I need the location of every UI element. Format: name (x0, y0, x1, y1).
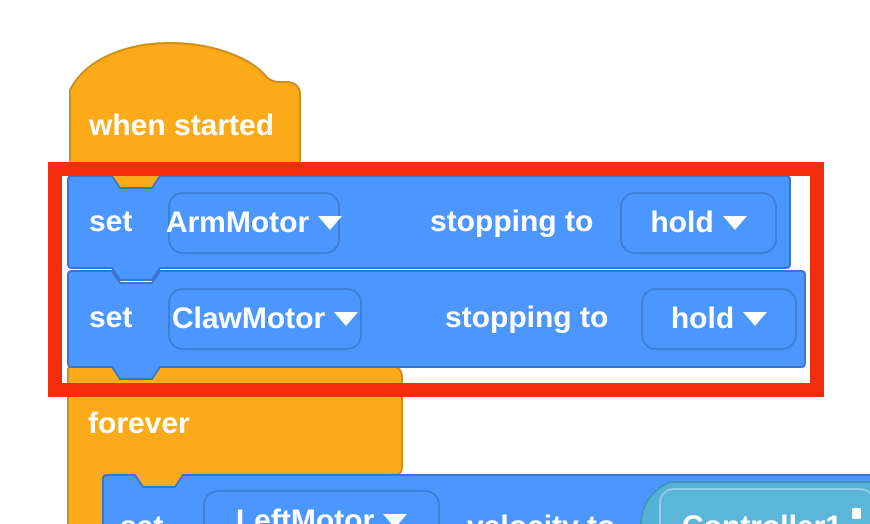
motor-dropdown-clawmotor[interactable]: ClawMotor (168, 288, 362, 350)
dropdown-label: LeftMotor (235, 504, 375, 524)
dropdown-arrow-icon (383, 514, 408, 524)
dropdown-arrow-icon (743, 312, 768, 326)
dropdown-label: ClawMotor (171, 302, 326, 335)
dropdown-arrow-icon (334, 312, 359, 326)
forever-label: forever (88, 407, 190, 440)
controller-label: Controller1 (682, 512, 842, 524)
when-started-label: when started (89, 109, 275, 142)
set-label: set (89, 205, 133, 238)
dropdown-arrow-icon (722, 216, 747, 230)
stopping-mode-dropdown-2[interactable]: hold (641, 288, 797, 350)
controller-dropdown[interactable] (659, 488, 870, 524)
motor-dropdown-armmotor[interactable]: ArmMotor (165, 192, 343, 254)
stopping-mode-dropdown-1[interactable]: hold (620, 192, 777, 254)
dropdown-label: hold (650, 206, 714, 239)
dropdown-arrow-icon (318, 216, 343, 230)
clipped-text-fragment (852, 508, 861, 519)
dropdown-label: ArmMotor (165, 206, 310, 239)
dropdown-label: hold (670, 302, 735, 335)
set-label: set (120, 512, 163, 524)
velocity-to-label: velocity to (467, 512, 615, 524)
stopping-to-label: stopping to (430, 205, 594, 238)
stopping-to-label: stopping to (445, 301, 609, 334)
motor-dropdown-leftmotor[interactable]: LeftMotor (203, 490, 440, 524)
set-label: set (89, 301, 133, 334)
